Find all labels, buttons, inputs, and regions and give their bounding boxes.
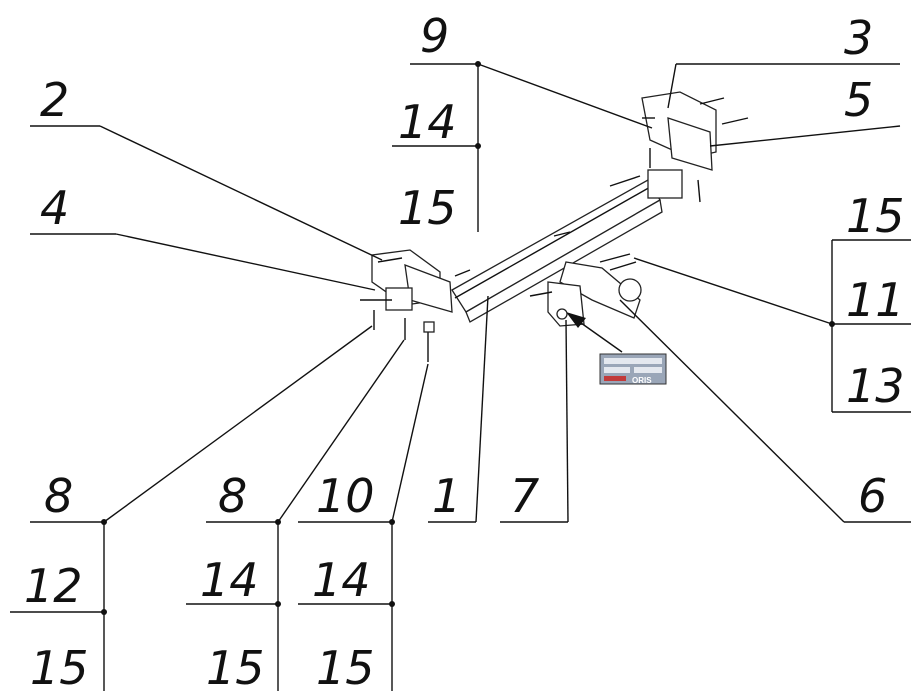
callout-7: 7 — [510, 469, 539, 523]
callout-15: 15 — [846, 189, 905, 243]
towbar-assembly: ORIS — [360, 91, 749, 385]
callout-6: 6 — [858, 469, 887, 523]
oris-label-plate: ORIS — [599, 353, 667, 385]
callout-3: 3 — [844, 11, 873, 65]
callout-labels: 9 14 15 3 5 2 4 15 11 13 8 12 15 8 14 15… — [24, 9, 905, 691]
callout-5: 5 — [844, 73, 873, 127]
right-bracket — [641, 91, 717, 199]
callout-2: 2 — [40, 73, 69, 127]
fasteners — [360, 97, 749, 362]
callout-9: 9 — [420, 9, 449, 63]
callout-13: 13 — [846, 359, 905, 413]
callout-11: 11 — [846, 273, 905, 327]
crossbar — [451, 179, 663, 323]
callout-8: 8 — [218, 469, 247, 523]
label-arrow — [566, 312, 623, 353]
oris-logo: ORIS — [632, 376, 652, 385]
callout-10: 10 — [316, 469, 375, 523]
ball-mount — [547, 261, 642, 327]
callout-14: 14 — [200, 553, 259, 607]
left-bracket — [371, 249, 453, 313]
callout-8: 8 — [44, 469, 73, 523]
callout-15: 15 — [30, 641, 89, 691]
callout-15: 15 — [398, 181, 457, 235]
callout-14: 14 — [312, 553, 371, 607]
callout-4: 4 — [40, 181, 69, 235]
junction-dots — [101, 61, 835, 615]
callout-12: 12 — [24, 559, 83, 613]
callout-15: 15 — [206, 641, 265, 691]
callout-1: 1 — [432, 469, 461, 523]
leader-lines — [10, 63, 911, 691]
callout-14: 14 — [398, 95, 457, 149]
callout-15: 15 — [316, 641, 375, 691]
